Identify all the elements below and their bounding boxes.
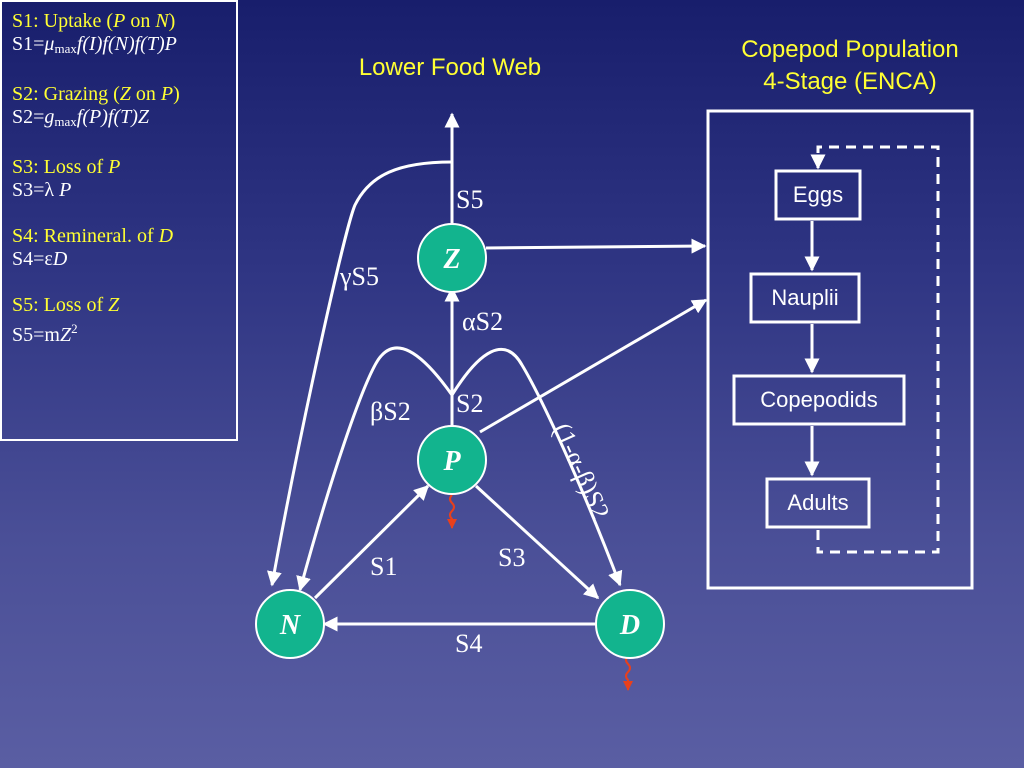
s4-title: S4: Remineral. of D [12,225,174,247]
s5-title: S5: Loss of Z [12,294,120,316]
s1-title: S1: Uptake (P on N) [12,10,176,32]
s1-label: S1 [370,552,397,581]
node-z-label: Z [442,244,460,275]
gamma-s5-label: γS5 [339,262,379,291]
stage-nauplii-label: Nauplii [771,285,838,310]
gamma-s5-arrow [267,160,453,587]
copepod-box [706,109,974,590]
flux-legend-box: S1: Uptake (P on N) S1=μmaxf(I)f(N)f(T)P… [0,0,238,441]
stage-adults: Adults [765,477,871,529]
rest-s2-arrow [450,347,623,587]
s3-title: S3: Loss of P [12,156,121,178]
node-p-label: P [442,446,461,477]
node-n: N [255,589,325,659]
beta-s2-label: βS2 [370,397,411,426]
d-sinking-arrow [623,655,633,691]
stage-eggs-label: Eggs [793,182,843,207]
s5-equation: S5=mZ2 [12,321,78,346]
s4-label: S4 [455,629,482,658]
reproduction-loop-arrow [810,145,940,554]
node-z: Z [417,223,487,293]
p-sinking-arrow [447,494,457,529]
p-to-copepod-arrow [479,298,708,434]
stage-copepodids-label: Copepodids [760,387,877,412]
s2-label: S2 [456,389,483,418]
node-n-label: N [279,610,302,641]
stage-copepodids: Copepodids [732,374,906,426]
copepod-title-line2: 4-Stage (ENCA) [763,68,937,95]
s3-equation: S3=λ P [12,179,72,201]
s3-arrow [474,484,600,600]
alpha-s2-label: αS2 [462,307,503,336]
food-web-title: Lower Food Web [358,54,542,81]
s1-arrow [313,484,430,600]
node-d-label: D [619,610,640,641]
node-d: D [595,589,665,659]
rest-s2-label: (1-α-β)S2 [548,419,616,524]
s2-equation: S2=gmaxf(P)f(T)Z [12,106,150,129]
stage-adults-label: Adults [787,490,848,515]
node-p: P [417,425,487,495]
z-to-copepod-arrow [485,238,707,254]
stage-nauplii: Nauplii [749,272,861,324]
beta-s2-arrow [296,346,454,592]
s1-equation: S1=μmaxf(I)f(N)f(T)P [12,33,177,56]
stage-eggs: Eggs [774,169,862,221]
s5-label: S5 [456,185,483,214]
copepod-title-line1: Copepod Population [741,36,959,63]
s3-label: S3 [498,543,525,572]
s4-equation: S4=εD [12,248,68,270]
s2-title: S2: Grazing (Z on P) [12,83,180,105]
